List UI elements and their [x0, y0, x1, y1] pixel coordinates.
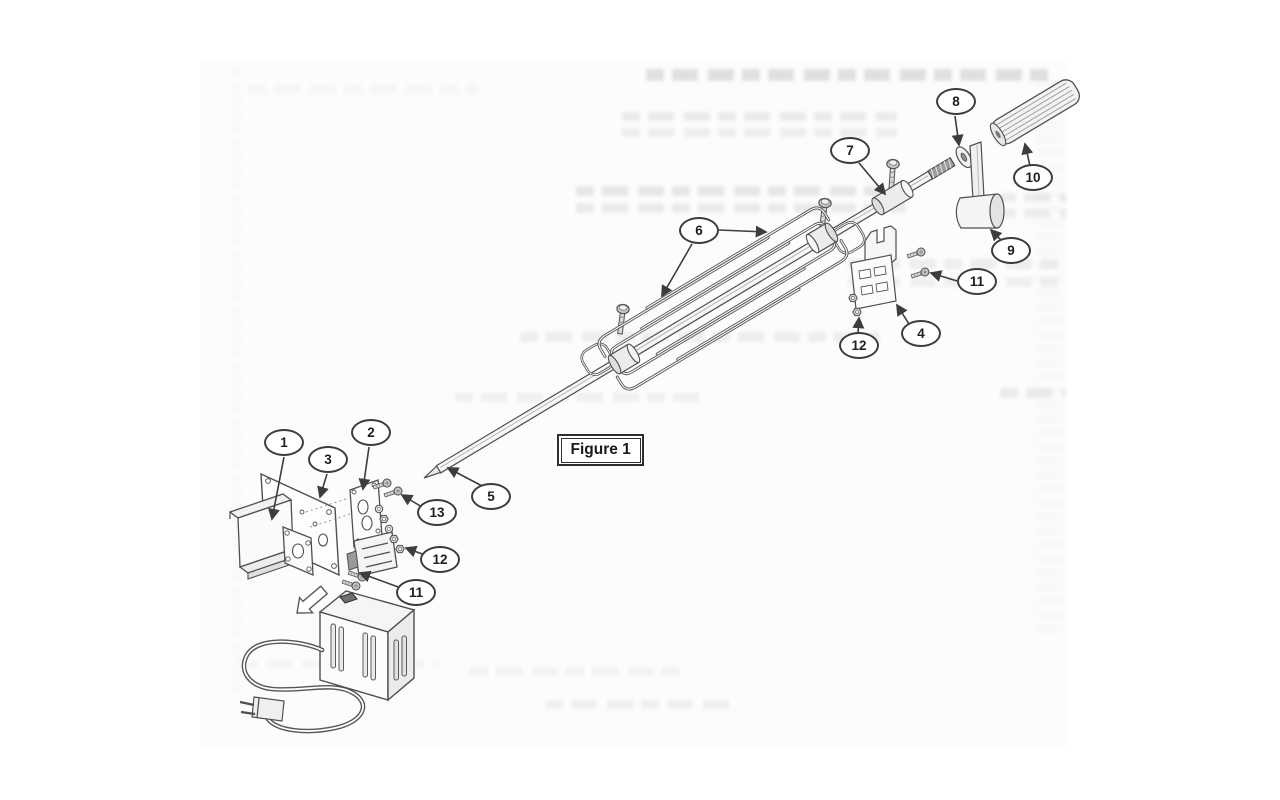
motor-bracket-plate — [305, 479, 398, 577]
bleed-through-text — [998, 209, 1066, 218]
figure-label-box: Figure 1 — [557, 434, 645, 466]
callout-9: 9 — [991, 237, 1031, 264]
shaft-collar — [871, 179, 914, 216]
callout-13: 13 — [417, 499, 457, 526]
rotisserie-motor — [318, 590, 416, 702]
callout-5: 5 — [471, 483, 511, 510]
counterweight-assembly — [955, 141, 1005, 229]
bleed-through-text — [646, 69, 1056, 81]
bleed-through-text — [848, 259, 1058, 269]
bleed-through-text — [576, 186, 881, 196]
handle-grip — [989, 79, 1080, 147]
callout-3: 3 — [308, 446, 348, 473]
bleed-through-text — [470, 667, 680, 676]
callout-8: 8 — [936, 88, 976, 115]
bleed-through-text — [545, 700, 730, 709]
spit-rod — [423, 79, 1080, 479]
bleed-through-text — [622, 112, 897, 121]
callout-11-left: 11 — [396, 579, 436, 606]
callout-6: 6 — [679, 217, 719, 244]
callout-4: 4 — [901, 320, 941, 347]
power-cord — [239, 639, 366, 734]
bleed-through-text — [455, 393, 705, 402]
power-plug — [239, 696, 285, 722]
callout-2: 2 — [351, 419, 391, 446]
callout-7: 7 — [830, 137, 870, 164]
bleed-through-text — [848, 277, 1058, 287]
spit-washer — [955, 146, 973, 169]
callout-11-right: 11 — [957, 268, 997, 295]
scan-noise-left-margin — [234, 70, 242, 700]
bleed-through-text — [622, 128, 897, 137]
bracket-screws — [905, 246, 931, 281]
bleed-through-text — [998, 193, 1066, 202]
bleed-through-text — [1000, 388, 1065, 398]
motor-plate-adapter — [282, 526, 314, 577]
assembly-direction-arrow — [296, 585, 329, 614]
figure-label: Figure 1 — [560, 437, 641, 463]
bleed-through-text — [576, 203, 906, 213]
callout-12-right: 12 — [839, 332, 879, 359]
callout-10: 10 — [1013, 164, 1053, 191]
callout-1: 1 — [264, 429, 304, 456]
callout-leader-arrows — [268, 115, 1034, 589]
bleed-through-text — [520, 332, 880, 342]
spit-support-bracket — [850, 225, 897, 310]
bleed-through-text — [248, 85, 478, 93]
callout-12-left: 12 — [420, 546, 460, 573]
threaded-end — [927, 156, 956, 180]
